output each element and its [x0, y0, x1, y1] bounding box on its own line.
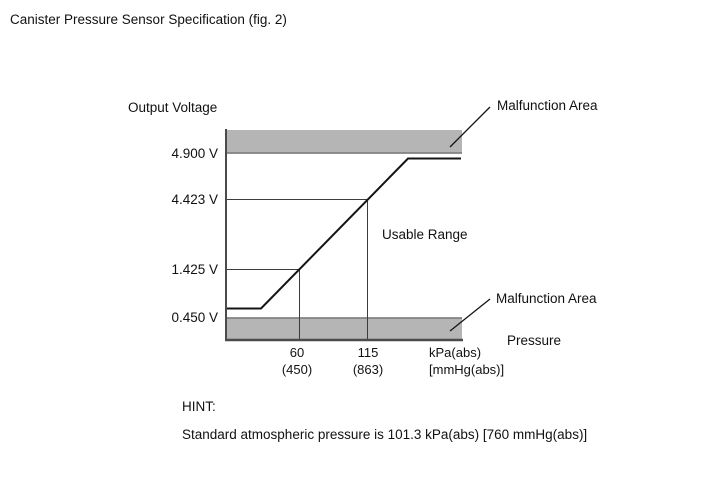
malfunction-top-pointer-line	[449, 106, 491, 148]
y-tick-1425: 1.425 V	[171, 262, 218, 277]
malfunction-bottom-pointer-line	[449, 298, 491, 332]
malfunction-band-top	[226, 130, 462, 153]
x-tick-115-mmhg: (863)	[352, 362, 384, 377]
y-axis-title: Output Voltage	[128, 100, 218, 115]
malfunction-band-bottom	[226, 318, 462, 340]
sensor-output-curve	[227, 157, 461, 310]
malfunction-area-label-bottom: Malfunction Area	[496, 291, 597, 306]
y-tick-4900: 4.900 V	[171, 146, 218, 161]
y-tick-0450: 0.450 V	[171, 310, 218, 325]
x-tick-60-kpa: 60	[289, 345, 305, 360]
y-tick-4423: 4.423 V	[171, 192, 218, 207]
malfunction-area-label-top: Malfunction Area	[497, 98, 598, 113]
x-axis-title: Pressure	[507, 333, 562, 348]
x-tick-115-kpa: 115	[357, 345, 379, 360]
x-axis-units: kPa(abs) [mmHg(abs)]	[429, 344, 504, 378]
hint-label: HINT:	[182, 399, 216, 414]
x-tick-60-mmhg: (450)	[281, 362, 313, 377]
x-tick-60: 60 (450)	[262, 344, 332, 378]
figure-title: Canister Pressure Sensor Specification (…	[10, 12, 287, 27]
hint-text: Standard atmospheric pressure is 101.3 k…	[182, 427, 588, 442]
x-tick-115: 115 (863)	[333, 344, 403, 378]
x-axis-unit-mmhg: [mmHg(abs)]	[429, 362, 505, 377]
x-axis-unit-kpa: kPa(abs)	[429, 345, 482, 360]
usable-range-label: Usable Range	[382, 227, 468, 242]
